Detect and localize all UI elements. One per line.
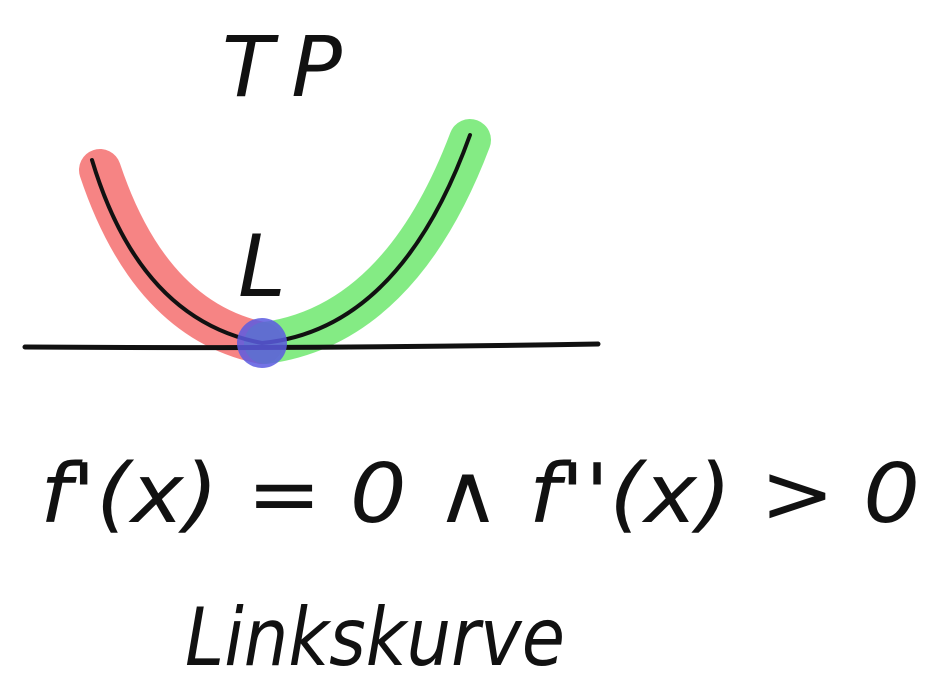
- caption-linkskurve: Linkskurve: [185, 591, 565, 682]
- condition-formula: f'(x) = 0 ∧ f''(x) > 0: [40, 447, 920, 542]
- minimum-point: [237, 318, 287, 368]
- rising-branch-highlight: [244, 119, 491, 364]
- curve-letter-l: L: [238, 217, 286, 317]
- tangent-line: [22, 341, 601, 351]
- title-tp: TP: [222, 18, 360, 116]
